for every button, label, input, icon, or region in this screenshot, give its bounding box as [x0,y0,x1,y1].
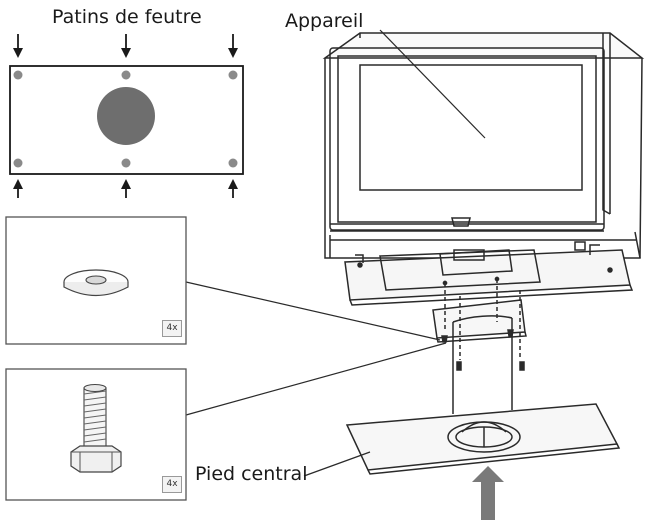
bolt-quantity-badge: 4x [162,476,182,493]
felt-pad-dot [228,70,238,80]
center-disc [97,87,155,145]
felt-pad-plate [9,65,244,175]
bolt-leader-line [185,342,447,416]
arrow-up-icon [121,179,131,198]
washer-leader-line [185,281,441,341]
central-foot-drawing [345,279,621,475]
felt-pads-label: Patins de feutre [52,6,202,28]
appliance-leader-line [379,29,486,139]
arrow-down-icon [13,34,23,58]
appliance-label: Appareil [285,10,364,32]
felt-pad-dot [13,158,23,168]
arrow-down-icon [228,34,238,58]
foot-leader-line [303,451,371,477]
felt-pad-dot [121,158,131,168]
washer-detail [5,216,187,345]
felt-pad-dot [228,158,238,168]
arrow-up-icon [13,179,23,198]
arrow-up-icon [228,179,238,198]
appliance-drawing [322,32,645,306]
felt-pad-dot [121,70,131,80]
arrow-up-icon [472,466,504,520]
central-foot-label: Pied central [195,463,308,485]
washer-quantity-badge: 4x [162,320,182,337]
arrow-down-icon [121,34,131,58]
felt-pad-dot [13,70,23,80]
bolt-detail [5,368,187,501]
